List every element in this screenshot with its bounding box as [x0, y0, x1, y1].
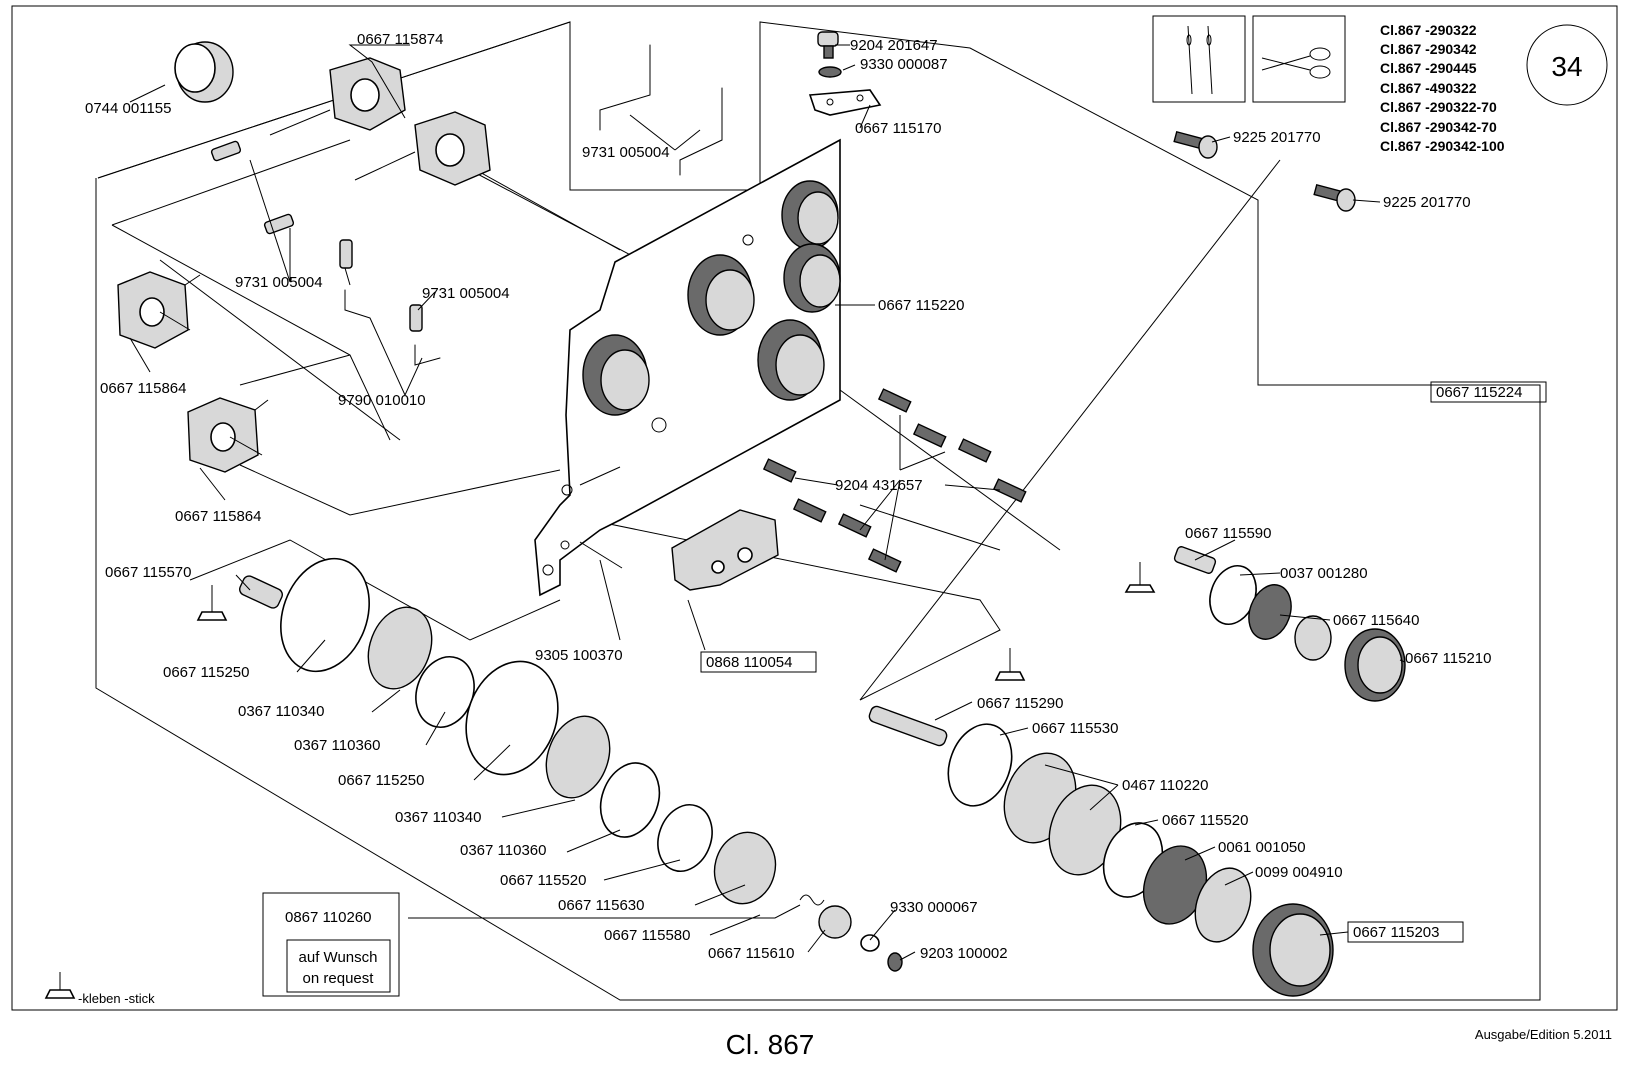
thread-tension-plate — [534, 138, 841, 597]
part-label: 0667 115640 — [1333, 612, 1419, 629]
part-label: 0667 115224 — [1436, 384, 1522, 401]
part-label: 0667 115170 — [855, 120, 941, 137]
part-label: 0667 115290 — [977, 695, 1063, 712]
top-bracket — [808, 89, 882, 116]
model-item: Cl.867 -290445 — [1380, 60, 1477, 76]
part-label: 0061 001050 — [1218, 839, 1306, 856]
model-item: Cl.867 -290322 — [1380, 22, 1477, 38]
model-item: Cl.867 -290342-70 — [1380, 119, 1497, 135]
elbow-9790-010010 — [344, 289, 441, 366]
page-number: 34 — [1551, 51, 1582, 82]
part-label: 0667 115610 — [708, 945, 794, 962]
part-label: 0667 115250 — [163, 664, 249, 681]
part-label: 9305 100370 — [535, 647, 623, 664]
valve-0667-115864-a — [117, 271, 201, 349]
glue-icon — [44, 562, 1156, 999]
part-label: 0667 115210 — [1405, 650, 1491, 667]
part-label: 9204 431657 — [835, 477, 923, 494]
needles-icon — [1152, 15, 1246, 103]
option-note-line1: auf Wunsch — [299, 949, 378, 966]
part-label: 0667 115590 — [1185, 525, 1271, 542]
part-label: 0667 115580 — [604, 927, 690, 944]
part-label: 9731 005004 — [235, 274, 323, 291]
part-label: 0667 115630 — [558, 897, 644, 914]
screw-9225-201770-a — [1173, 130, 1218, 159]
model-item: Cl.867 -490322 — [1380, 80, 1477, 96]
part-label: 0667 115203 — [1353, 924, 1439, 941]
part-label: 0667 115250 — [338, 772, 424, 789]
block-0868-110054 — [671, 509, 779, 591]
part-label: 0099 004910 — [1255, 864, 1343, 881]
part-label: 9731 005004 — [582, 144, 670, 161]
page-number-circle — [1526, 24, 1608, 106]
tube-9731-005004 — [599, 44, 723, 176]
glue-legend-text: -kleben -stick — [78, 991, 155, 1006]
tension-unit — [582, 180, 841, 416]
valve-0667-115874 — [269, 57, 491, 186]
pin-9305-100370 — [579, 541, 623, 569]
part-label: 9330 000087 — [860, 56, 948, 73]
part-label: 0467 110220 — [1122, 777, 1208, 794]
part-label: 0868 110054 — [706, 654, 792, 671]
sleeves-9731-005004 — [210, 140, 423, 332]
assembly-outline — [95, 21, 1541, 1001]
part-label: 0367 110360 — [294, 737, 380, 754]
part-label: 0667 115864 — [175, 508, 261, 525]
part-label: 0667 115530 — [1032, 720, 1118, 737]
part-label: 0367 110360 — [460, 842, 546, 859]
part-label: 9225 201770 — [1383, 194, 1471, 211]
optional-part-box: auf Wunsch on request — [262, 892, 400, 997]
washer-9330-000087 — [818, 66, 842, 78]
valve-0667-115864-b — [187, 397, 269, 473]
part-label: 0744 001155 — [85, 100, 171, 117]
part-label: 0667 115520 — [1162, 812, 1248, 829]
screw-9204-201647 — [817, 31, 839, 59]
part-label: 0367 110340 — [238, 703, 324, 720]
part-label: 0667 115520 — [500, 872, 586, 889]
footer-title: Cl. 867 — [726, 1029, 815, 1060]
part-label: 0667 115864 — [100, 380, 186, 397]
part-label: 0667 115220 — [878, 297, 964, 314]
model-item: Cl.867 -290342 — [1380, 41, 1477, 57]
screws-9204-431657 — [762, 388, 1027, 573]
part-labels: 0744 001155 0667 115874 9731 005004 9731… — [85, 31, 1522, 962]
part-label: 0037 001280 — [1280, 565, 1368, 582]
leader-lines — [129, 44, 1406, 961]
boxed-part-frame — [1430, 381, 1547, 403]
screw-9225-201770-b — [1313, 183, 1356, 212]
part-label: 9204 201647 — [850, 37, 938, 54]
part-label: 0667 115570 — [105, 564, 191, 581]
part-label: 9330 000067 — [890, 899, 978, 916]
part-label: 0667 115874 — [357, 31, 443, 48]
part-label: 9790 010010 — [338, 392, 426, 409]
part-label: 0867 110260 — [285, 909, 371, 926]
model-item: Cl.867 -290322-70 — [1380, 99, 1497, 115]
model-item: Cl.867 -290342-100 — [1380, 138, 1505, 154]
cap-0744-001155 — [174, 41, 234, 103]
part-label: 9731 005004 — [422, 285, 510, 302]
part-label: 9203 100002 — [920, 945, 1008, 962]
option-note-line2: on request — [303, 970, 375, 987]
boxed-part-frame — [700, 651, 817, 673]
model-list: Cl.867 -290322 Cl.867 -290342 Cl.867 -29… — [1380, 22, 1505, 154]
left-tension-discs — [239, 557, 903, 972]
part-label: 9225 201770 — [1233, 129, 1321, 146]
edition-label: Ausgabe/Edition 5.2011 — [1475, 1027, 1612, 1042]
sheet-frame — [11, 5, 1618, 1011]
scissors-icon — [1252, 15, 1346, 103]
right-tension-discs — [868, 546, 1406, 997]
part-label: 0367 110340 — [395, 809, 481, 826]
